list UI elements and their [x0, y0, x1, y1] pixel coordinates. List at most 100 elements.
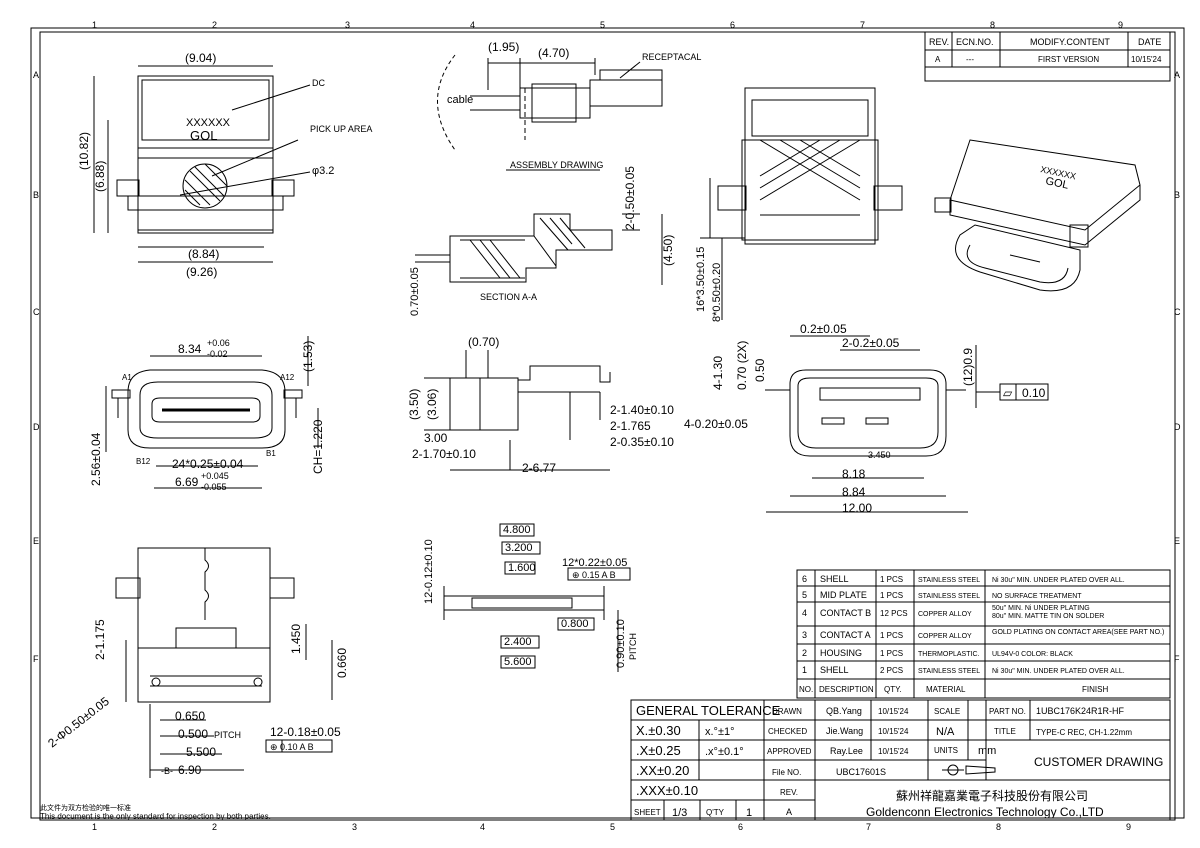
dim-label: (9.26): [186, 265, 217, 279]
checked-date: 10/15'24: [878, 727, 909, 736]
col-labels-bottom: 1 2 3 4 5 6 7 8 9: [92, 822, 1131, 832]
dim-label: 0.10: [1022, 386, 1046, 400]
outer-frame: [30, 27, 1185, 819]
dim-label: 0.650: [175, 709, 205, 723]
sheet-value: 1/3: [672, 807, 687, 819]
marking-text: XXXXXX: [186, 117, 231, 129]
col-label: 2: [212, 822, 217, 832]
tolerance-linear: .XXX±0.10: [636, 783, 698, 798]
dim-label: 2-0.50±0.05: [623, 166, 637, 230]
dim-label: 16*3.50±0.15: [695, 247, 707, 312]
drawn-by: QB.Yang: [826, 706, 862, 716]
bom-qty: 1 PCS: [880, 575, 903, 584]
datum-label: -B-: [161, 766, 173, 776]
row-label: B: [1174, 190, 1180, 200]
rev-value: A: [786, 807, 792, 817]
dim-label: 8*0.50±0.20: [711, 263, 723, 322]
tolerance-linear: .XX±0.20: [636, 763, 689, 778]
bom-no: 1: [802, 665, 807, 675]
bom-no: 3: [802, 630, 807, 640]
row-label: D: [33, 422, 40, 432]
dim-label: 2-Φ0.50±0.05: [45, 694, 112, 751]
pin-label: A12: [280, 373, 295, 382]
dim-label: 0.70 (2X): [735, 341, 749, 390]
dim-label: 4-1.30: [711, 356, 725, 390]
dim-label: PITCH: [214, 730, 241, 740]
row-label: E: [33, 536, 39, 546]
bom-finish: Ni 30u" MIN. UNDER PLATED OVER ALL.: [992, 577, 1125, 584]
col-label: 8: [990, 20, 995, 30]
connector-top-view: [700, 87, 903, 320]
dim-label: 2-1.70±0.10: [412, 447, 476, 461]
dim-label: 8.34: [178, 342, 202, 356]
bom-no: 6: [802, 574, 807, 584]
bom-qty: 2 PCS: [880, 666, 903, 675]
dim-label: 1.450: [289, 624, 303, 654]
dim-label: 4.800: [503, 524, 531, 536]
dim-label: 4-0.20±0.05: [684, 417, 748, 431]
section-a-a: [415, 213, 663, 285]
side-view: [424, 350, 611, 471]
col-label: 3: [345, 20, 350, 30]
qty-value: 1: [746, 807, 752, 819]
col-label: 9: [1118, 20, 1123, 30]
dim-label: 5.500: [186, 745, 216, 759]
bom-table: [796, 569, 1171, 699]
rev-cell: A: [935, 55, 941, 64]
dim-label: 0.800: [561, 618, 589, 630]
rev-header: DATE: [1138, 37, 1161, 47]
bom-finish: NO SURFACE TREATMENT: [992, 593, 1082, 600]
approved-date: 10/15'24: [878, 747, 909, 756]
dim-tolerance: +0.045: [201, 471, 229, 481]
dim-label: CH=1.220: [311, 419, 325, 474]
callout-diameter: φ3.2: [312, 165, 334, 177]
dim-label: 1.600: [508, 562, 536, 574]
pin-label: A1: [122, 373, 132, 382]
callout-receptacal: RECEPTACAL: [642, 52, 701, 62]
dim-label: 8.84: [842, 485, 866, 499]
dim-label: (10.82): [77, 132, 91, 170]
dim-label: 5.600: [504, 656, 532, 668]
bom-header: FINISH: [1082, 685, 1108, 694]
bom-rows: 6 SHELL 1 PCS STAINLESS STEEL Ni 30u" MI…: [799, 574, 1164, 694]
revision-table: [924, 31, 1171, 82]
bom-no: 5: [802, 590, 807, 600]
title-block: [630, 699, 1171, 821]
col-label: 4: [480, 822, 485, 832]
col-label: 6: [738, 822, 743, 832]
tolerance-linear: X.±0.30: [636, 723, 681, 738]
rev-cell: 10/15'24: [1131, 55, 1162, 64]
dim-label: 2.400: [504, 636, 532, 648]
tolerance-angular: .x°±0.1°: [705, 746, 744, 758]
col-label: 5: [610, 822, 615, 832]
dim-tolerance: -0.02: [207, 349, 228, 359]
label-units: UNITS: [934, 746, 958, 755]
marking-text: GOL: [1044, 175, 1069, 192]
dim-tolerance: +0.06: [207, 338, 230, 348]
tolerance-linear: .X±0.25: [636, 743, 681, 758]
dim-label: 6.90: [178, 763, 202, 777]
bom-qty: 12 PCS: [880, 609, 908, 618]
bom-desc: SHELL: [820, 574, 849, 584]
bom-material: STAINLESS STEEL: [918, 593, 980, 600]
dim-label: 12-0.18±0.05: [270, 725, 341, 739]
bom-material: COPPER ALLOY: [918, 611, 972, 618]
dim-label: 3.200: [505, 542, 533, 554]
approved-by: Ray.Lee: [830, 746, 863, 756]
dim-label: (8.84): [188, 247, 219, 261]
part-no-value: 1UBC176K24R1R-HF: [1036, 706, 1125, 716]
inner-frame: [39, 31, 1176, 821]
dim-label: 0.90±0.10: [615, 619, 627, 668]
col-label: 1: [92, 20, 97, 30]
dim-label: 2.56±0.04: [89, 432, 103, 486]
title-value: TYPE-C REC, CH-1.22mm: [1036, 728, 1132, 737]
row-label: F: [1174, 654, 1180, 664]
company-name-en: Goldenconn Electronics Technology Co.,LT…: [866, 805, 1104, 819]
bom-desc: HOUSING: [820, 648, 862, 658]
tolerance-angular: x.°±1°: [705, 726, 735, 738]
col-label: 5: [600, 20, 605, 30]
row-label: C: [1174, 307, 1181, 317]
pin-label: B1: [266, 449, 276, 458]
bom-header: DESCRIPTION: [819, 685, 874, 694]
label-approved: APPROVED: [767, 747, 812, 756]
